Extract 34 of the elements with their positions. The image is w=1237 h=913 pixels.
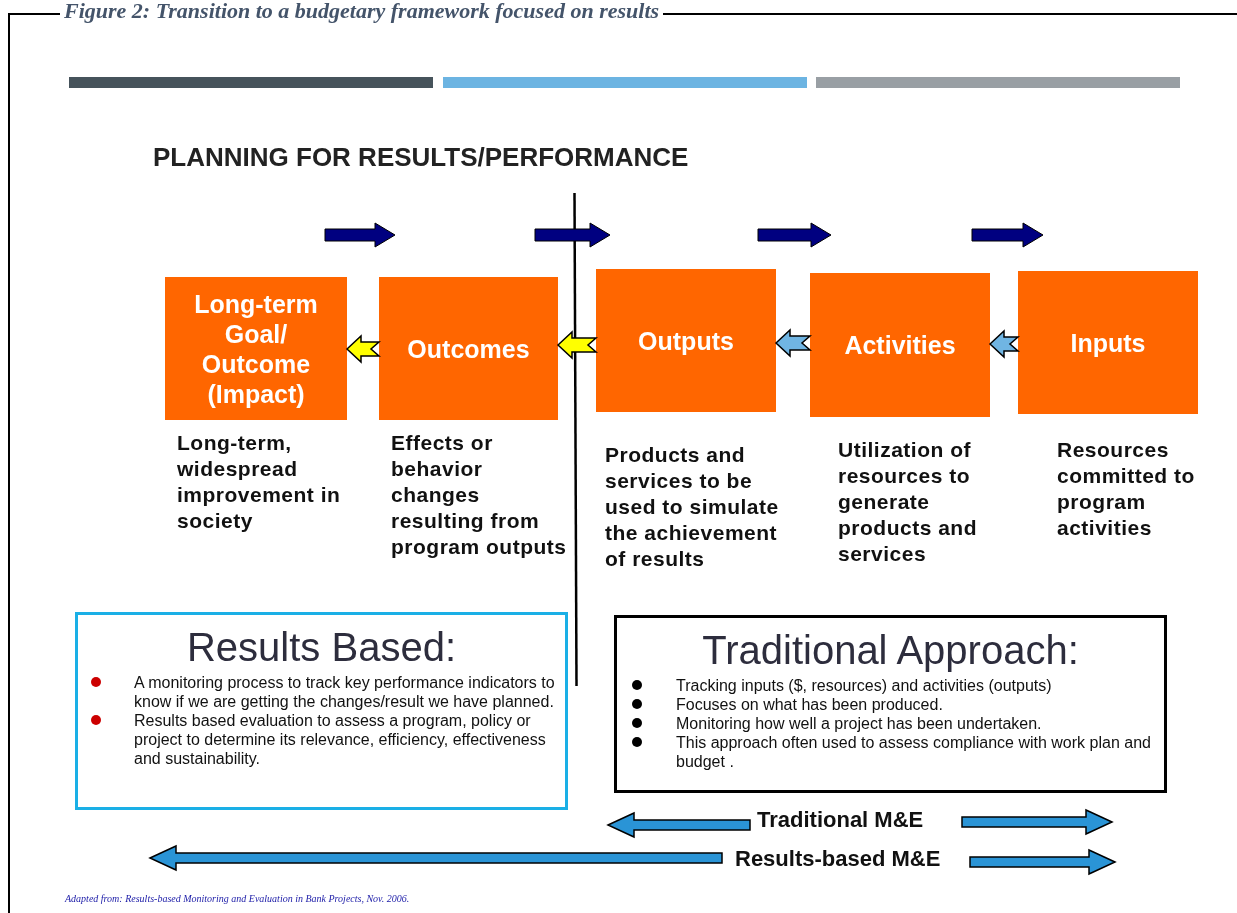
description-text: Resources committed to program activities <box>1057 437 1196 541</box>
text-panel <box>614 615 1167 793</box>
bullet-text: Focuses on what has been produced. <box>676 695 944 714</box>
range-label: Results-based M&E <box>735 846 941 872</box>
block-arrow <box>556 330 598 360</box>
description-text: Utilization of resources to generate products and services <box>838 437 978 567</box>
box-label: Long-term Goal/ Outcome (Impact) <box>193 288 319 409</box>
bullet-text: Tracking inputs ($, resources) and activities (outputs) <box>676 676 1053 695</box>
process-box <box>165 277 347 420</box>
text-panel <box>75 612 568 810</box>
box-label: Outcomes <box>407 333 530 364</box>
bullet-text: This approach often used to assess compliance with work plan and budget . <box>676 733 1152 771</box>
process-box <box>1018 271 1198 414</box>
bullet-text: Results based evaluation to assess a program, policy or project to determine its relevance, efficiency, effectiveness and sustainability. <box>134 711 547 768</box>
panel-heading: Results Based: <box>186 624 457 671</box>
process-box <box>596 269 776 412</box>
box-label: Outputs <box>638 325 734 356</box>
range-label: Traditional M&E <box>757 807 924 833</box>
description-text: Long-term, widespread improvement in society <box>177 430 342 534</box>
figure-title: Figure 2: Transition to a budgetary framework focused on results <box>60 0 664 24</box>
block-arrow <box>345 334 381 364</box>
box-label: Inputs <box>1070 327 1146 358</box>
block-arrow <box>988 329 1020 359</box>
source-note: Adapted from: Results-based Monitoring and Evaluation in Bank Projects, Nov. 2006. <box>65 893 410 904</box>
section-heading: PLANNING FOR RESULTS/PERFORMANCE <box>153 142 689 173</box>
process-box <box>810 273 990 417</box>
description-text: Effects or behavior changes resulting from program outputs <box>391 430 568 560</box>
box-label: Activities <box>844 330 956 360</box>
panel-heading: Traditional Approach: <box>701 627 1080 674</box>
bullet-text: Monitoring how well a project has been undertaken. <box>676 714 1043 733</box>
description-text: Products and services to be used to simulate the achievement of results <box>605 442 780 572</box>
process-box <box>379 277 558 420</box>
bullet-text: A monitoring process to track key performance indicators to know if we are getting the changes/result we have planned. <box>134 673 556 711</box>
block-arrow <box>774 328 812 358</box>
